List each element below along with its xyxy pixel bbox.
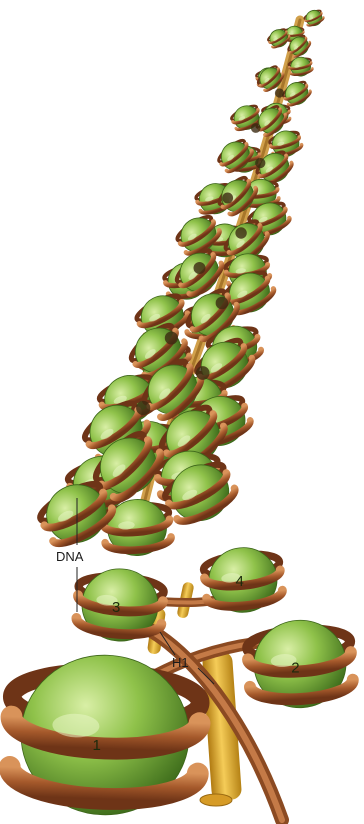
- nucleosome-3: 3: [75, 566, 165, 644]
- labeled-nucleosomes: 4 3 2 1: [8, 544, 354, 818]
- h1-label: H1: [172, 655, 189, 670]
- nucleosome-2-number: 2: [291, 659, 299, 676]
- nucleosome-2: 2: [246, 617, 355, 711]
- fiber-nucleosomes: [33, 7, 325, 558]
- nucleosome-1: 1: [8, 652, 202, 818]
- nucleosome-3-number: 3: [112, 599, 120, 616]
- nucleosome-4: 4: [202, 544, 284, 616]
- fiber-nucleosome: [303, 7, 326, 28]
- dna-label: DNA: [56, 549, 84, 564]
- nucleosome-4-number: 4: [235, 573, 243, 590]
- nucleosome-1-number: 1: [92, 737, 100, 754]
